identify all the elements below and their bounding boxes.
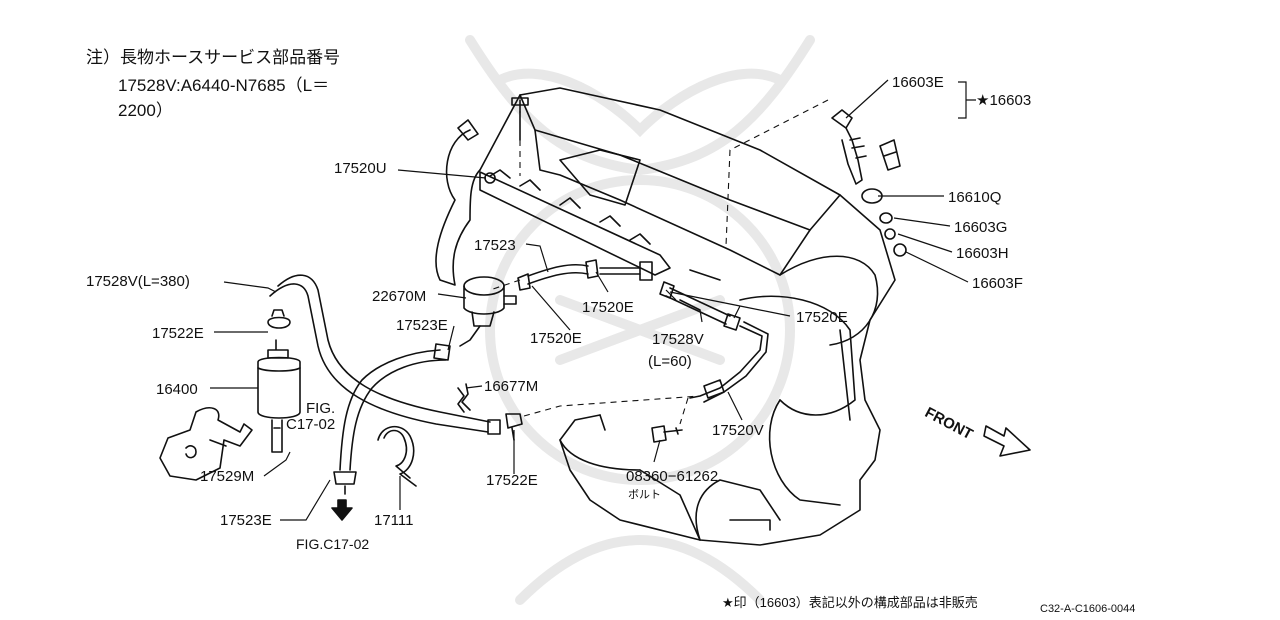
injector-assembly xyxy=(831,109,907,257)
label-16603H: 16603H xyxy=(956,245,1009,262)
label-16603F: 16603F xyxy=(972,275,1023,292)
label-17528V-60: 17528V xyxy=(652,331,704,348)
note-line-3: 2200） xyxy=(118,101,173,120)
footer-note: ★印（16603）表記以外の構成部品は非販売 xyxy=(722,595,978,610)
label-16610Q: 16610Q xyxy=(948,189,1002,206)
label-17520V: 17520V xyxy=(712,422,764,439)
label-17520E-a: 17520E xyxy=(582,299,634,316)
note-line-1: 注）長物ホースサービス部品番号 xyxy=(86,48,341,67)
label-17523E-a: 17523E xyxy=(396,317,448,334)
label-17528V-380: 17528V(L=380) xyxy=(86,273,190,290)
label-16603E: 16603E xyxy=(892,74,944,91)
label-17111: 17111 xyxy=(374,512,414,529)
label-17522E-a: 17522E xyxy=(152,325,204,342)
label-16603: ★16603 xyxy=(976,92,1032,109)
fuel-filter xyxy=(257,339,301,453)
label-16400: 16400 xyxy=(156,381,198,398)
label-17522E-b: 17522E xyxy=(486,472,538,489)
label-17520E-c: 17520E xyxy=(796,309,848,326)
diagram-code: C32-A-C1606-0044 xyxy=(1040,603,1136,615)
label-fig-ref-a: FIG. xyxy=(306,400,336,417)
label-L60: (L=60) xyxy=(648,353,692,370)
label-fig-ref-b: C17-02 xyxy=(286,416,336,433)
label-16677M: 16677M xyxy=(484,378,539,395)
label-17520U: 17520U xyxy=(334,160,387,177)
label-17529M: 17529M xyxy=(200,468,255,485)
label-08360-61262: 08360−61262 xyxy=(626,468,719,485)
tie-band xyxy=(377,425,417,487)
label-16603G: 16603G xyxy=(954,219,1008,236)
intake-tube xyxy=(435,129,481,286)
label-bolt: ボルト xyxy=(628,489,661,501)
fuel-hose-long xyxy=(277,274,491,423)
pressure-regulator xyxy=(459,276,517,347)
label-17520E-b: 17520E xyxy=(530,330,582,347)
front-arrow xyxy=(983,425,1031,457)
watermark-emblem xyxy=(465,35,815,605)
filter-bracket xyxy=(159,407,253,481)
label-fig-c17-02: FIG.C17-02 xyxy=(296,536,370,552)
label-17523: 17523 xyxy=(474,237,516,254)
note-line-2: 17528V:A6440-N7685（L＝ xyxy=(118,76,330,95)
label-17523E-b: 17523E xyxy=(220,512,272,529)
engine-block xyxy=(479,87,896,546)
label-22670M: 22670M xyxy=(372,288,427,305)
